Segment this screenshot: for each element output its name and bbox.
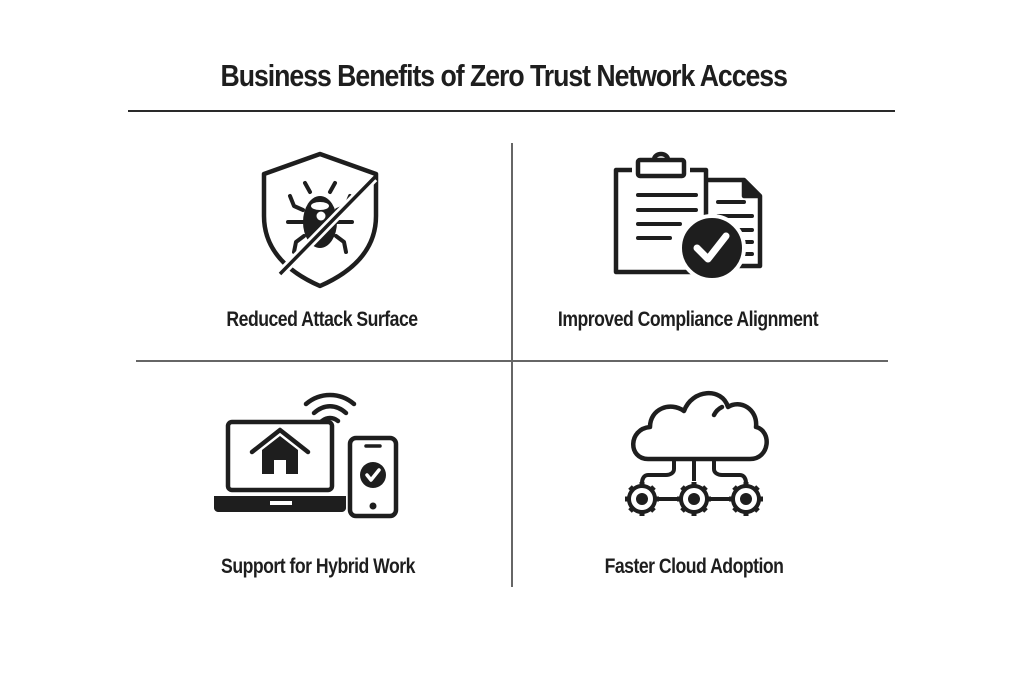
vertical-divider	[511, 143, 513, 587]
shield-bug-blocked-icon	[258, 150, 382, 290]
title-underline	[128, 110, 895, 112]
benefit-label-improved-compliance-alignment: Improved Compliance Alignment	[557, 308, 819, 331]
page-title: Business Benefits of Zero Trust Network …	[220, 58, 788, 93]
horizontal-divider	[136, 360, 888, 362]
benefit-label-faster-cloud-adoption: Faster Cloud Adoption	[604, 555, 784, 578]
cloud-gears-icon	[622, 385, 772, 523]
benefit-label-reduced-attack-surface: Reduced Attack Surface	[226, 308, 418, 331]
benefit-label-support-for-hybrid-work: Support for Hybrid Work	[221, 555, 415, 578]
laptop-home-phone-wifi-icon	[212, 388, 402, 522]
clipboard-documents-check-icon	[612, 150, 764, 278]
